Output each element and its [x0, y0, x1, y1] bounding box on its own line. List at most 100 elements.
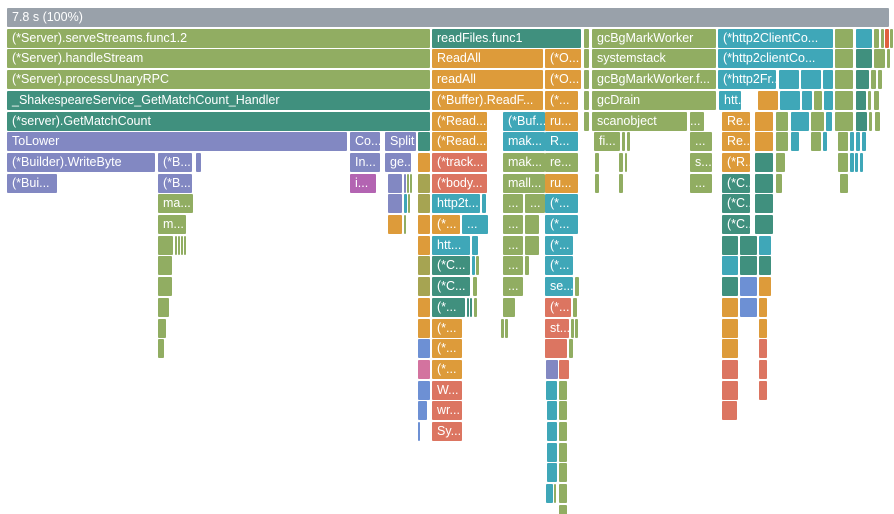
flame-frame[interactable] [835, 49, 853, 69]
flame-frame[interactable]: R... [545, 132, 578, 152]
flame-frame[interactable]: ReadAll [432, 49, 543, 69]
flame-frame[interactable] [875, 111, 880, 131]
flame-frame[interactable] [755, 215, 773, 234]
flame-frame[interactable] [408, 194, 410, 214]
flame-frame[interactable] [759, 380, 767, 400]
flame-frame[interactable] [472, 256, 475, 276]
flame-frame[interactable]: (*Server).handleStream [7, 49, 430, 69]
flame-frame[interactable] [722, 256, 738, 276]
flame-frame[interactable] [722, 380, 738, 400]
flame-frame[interactable] [776, 111, 788, 131]
flame-frame[interactable]: gcBgMarkWorker [592, 28, 716, 48]
flame-frame[interactable] [196, 152, 201, 172]
flame-frame[interactable] [840, 173, 848, 193]
flame-frame[interactable]: ToLower [7, 132, 347, 152]
flame-frame[interactable] [627, 132, 630, 152]
flame-frame[interactable] [722, 359, 738, 379]
flame-frame[interactable]: ... [462, 215, 488, 234]
flame-frame[interactable] [740, 235, 757, 255]
flame-frame[interactable] [418, 422, 420, 441]
flame-frame[interactable]: ru... [545, 111, 578, 131]
flame-frame[interactable] [856, 49, 872, 69]
flame-frame[interactable] [418, 277, 430, 297]
flame-frame[interactable] [835, 111, 853, 131]
flame-frame[interactable] [595, 173, 599, 193]
flame-frame[interactable] [476, 256, 479, 276]
flame-frame[interactable]: (*Bui... [7, 173, 57, 193]
flame-frame[interactable] [404, 173, 406, 193]
flame-frame[interactable]: (*http2clientCo... [718, 49, 833, 69]
flame-frame[interactable] [575, 318, 578, 338]
flame-frame[interactable]: systemstack [592, 49, 716, 69]
flame-frame[interactable] [404, 194, 407, 214]
flame-frame[interactable]: (*... [545, 215, 578, 234]
flame-frame[interactable] [575, 277, 579, 297]
flame-frame[interactable] [755, 111, 773, 131]
flame-frame[interactable]: ... [503, 215, 523, 234]
flame-frame[interactable] [755, 194, 773, 214]
flame-frame[interactable] [404, 215, 406, 234]
flame-frame[interactable] [584, 49, 589, 69]
flame-frame[interactable]: W... [432, 380, 462, 400]
flame-frame[interactable]: Split [385, 132, 416, 152]
flame-frame[interactable]: (*... [432, 297, 465, 317]
flame-frame[interactable]: re... [545, 152, 578, 172]
flame-frame[interactable]: ... [503, 235, 523, 255]
flame-frame[interactable] [755, 173, 773, 193]
flame-frame[interactable] [868, 90, 871, 110]
flame-frame[interactable] [776, 132, 788, 152]
flame-frame[interactable] [158, 318, 166, 338]
flame-frame[interactable]: Co... [350, 132, 380, 152]
flame-frame[interactable] [856, 111, 867, 131]
flame-frame[interactable] [584, 70, 589, 90]
flame-frame[interactable]: (*... [545, 235, 573, 255]
flame-frame[interactable]: ge... [385, 152, 411, 172]
flame-frame[interactable] [755, 132, 773, 152]
flame-frame[interactable] [823, 70, 833, 90]
flame-frame[interactable] [722, 277, 738, 297]
flame-frame[interactable] [559, 422, 567, 441]
flame-frame[interactable] [780, 90, 800, 110]
flame-frame[interactable]: Re... [722, 132, 750, 152]
flame-frame[interactable] [158, 256, 172, 276]
flame-frame[interactable]: scanobject [592, 111, 687, 131]
flame-frame[interactable]: ... [690, 132, 712, 152]
flame-frame[interactable] [874, 49, 885, 69]
flame-frame[interactable] [874, 28, 879, 48]
flame-frame[interactable]: se... [545, 277, 573, 297]
flame-frame[interactable] [862, 132, 866, 152]
flame-frame[interactable]: (*O... [545, 70, 581, 90]
flame-frame[interactable]: ... [525, 194, 545, 214]
flame-frame[interactable] [418, 194, 430, 214]
flame-frame[interactable] [474, 297, 477, 317]
flame-frame[interactable] [418, 318, 430, 338]
flame-frame[interactable]: (*C... [722, 173, 750, 193]
flame-frame[interactable] [554, 484, 556, 504]
flame-frame[interactable] [722, 401, 737, 421]
flame-frame[interactable] [559, 401, 567, 421]
flame-frame[interactable] [759, 297, 767, 317]
flame-frame[interactable] [856, 28, 872, 48]
flame-frame[interactable] [759, 277, 771, 297]
flame-frame[interactable]: ma... [158, 194, 193, 214]
flame-frame[interactable]: htt... [719, 90, 741, 110]
flame-frame[interactable] [860, 152, 863, 172]
flame-frame[interactable] [814, 90, 822, 110]
flame-frame[interactable]: ... [503, 277, 523, 297]
flame-frame[interactable]: http2t... [432, 194, 480, 214]
flame-frame[interactable]: (*C... [722, 215, 750, 234]
flame-frame[interactable]: (*... [432, 318, 462, 338]
flame-frame[interactable] [418, 359, 430, 379]
flame-frame[interactable]: gcBgMarkWorker.f... [592, 70, 716, 90]
flame-frame[interactable]: ... [503, 194, 523, 214]
flame-frame[interactable]: (*Read... [432, 132, 487, 152]
flame-frame[interactable] [722, 339, 738, 359]
flame-frame[interactable] [759, 235, 771, 255]
flame-frame[interactable] [835, 90, 853, 110]
flame-frame[interactable]: readAll [432, 70, 543, 90]
flame-frame[interactable] [811, 111, 824, 131]
flame-frame[interactable]: (*server).GetMatchCount [7, 111, 430, 131]
flame-frame[interactable]: (*... [545, 256, 573, 276]
flame-frame[interactable]: (*B... [158, 173, 192, 193]
flame-frame[interactable] [503, 297, 515, 317]
